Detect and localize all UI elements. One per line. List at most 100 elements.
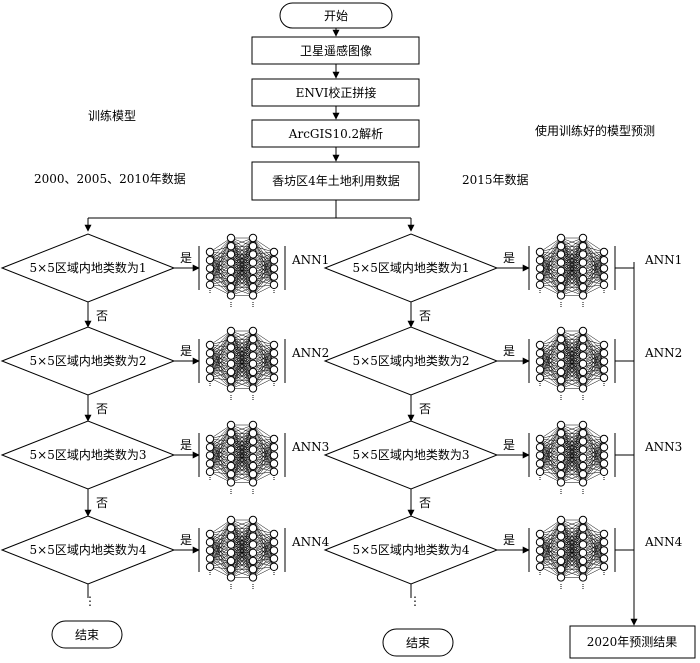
right-branch-title: 使用训练好的模型预测 (535, 123, 655, 138)
neuron (205, 459, 215, 468)
neuron (556, 359, 566, 368)
left-ann-3-icon (198, 420, 286, 494)
neuron (535, 247, 545, 257)
neuron (226, 478, 236, 487)
neuron (269, 554, 279, 563)
neuron (578, 250, 588, 259)
arcgis-box (251, 119, 420, 148)
neuron (578, 437, 588, 446)
neuron (248, 250, 258, 259)
right-decision-label-4: 5×5区域内地类数为4 (353, 542, 470, 557)
neuron (205, 373, 215, 382)
neuron (556, 515, 566, 525)
neuron (578, 453, 588, 462)
neuron (556, 453, 566, 462)
neuron (226, 291, 236, 300)
neuron (269, 264, 279, 273)
neuron (556, 343, 566, 352)
neuron (226, 524, 236, 533)
neuron (205, 340, 215, 350)
right-ann-3-icon (528, 420, 616, 494)
neuron (226, 470, 236, 479)
neuron (205, 280, 215, 289)
right-decision-label-2: 5×5区域内地类数为2 (353, 353, 470, 368)
neuron (535, 538, 545, 547)
neuron (599, 357, 609, 366)
neuron (599, 247, 609, 257)
neuron (535, 459, 545, 468)
envi-label: ENVI校正拼接 (296, 85, 377, 100)
neuron (535, 264, 545, 273)
neuron (226, 548, 236, 557)
neuron (226, 367, 236, 377)
neuron (556, 384, 566, 393)
result-box (569, 625, 696, 659)
neuron (578, 291, 588, 300)
left-ann-label-3: ANN3 (291, 440, 329, 454)
left-branch-years: 2000、2005、2010年数据 (34, 171, 186, 186)
neuron (248, 258, 258, 267)
neuron (599, 459, 609, 468)
neuron (599, 280, 609, 289)
neuron (556, 548, 566, 557)
neuron (578, 573, 588, 582)
left-end-label: 结束 (75, 628, 99, 642)
left-no-label-3: 否 (96, 496, 108, 510)
left-decision-label-4: 5×5区域内地类数为4 (30, 542, 147, 557)
right-ann-label-2: ANN2 (644, 346, 682, 360)
neuron (556, 335, 566, 344)
neuron (578, 524, 588, 533)
neuron (535, 272, 545, 281)
neuron (578, 565, 588, 574)
right-yes-label-1: 是 (503, 251, 515, 265)
neuron (269, 247, 279, 257)
neuron (535, 443, 545, 452)
neuron (535, 280, 545, 289)
neuron (556, 429, 566, 438)
neuron (205, 247, 215, 257)
neuron (269, 529, 279, 539)
neuron (205, 272, 215, 281)
neuron (226, 242, 236, 251)
neuron (226, 258, 236, 267)
left-no-label-1: 否 (96, 309, 108, 323)
neuron (269, 451, 279, 460)
left-ann-label-1: ANN1 (291, 253, 329, 267)
neuron (535, 373, 545, 382)
neuron (269, 272, 279, 281)
neuron (578, 351, 588, 360)
neuron (578, 266, 588, 275)
neuron (248, 384, 258, 393)
neuron (599, 373, 609, 382)
neuron (226, 429, 236, 438)
neuron (226, 556, 236, 566)
neuron (599, 529, 609, 539)
neuron (556, 274, 566, 284)
neuron (578, 420, 588, 430)
neuron (226, 445, 236, 454)
neuron (599, 434, 609, 444)
left-no-label-2: 否 (96, 402, 108, 416)
neuron (269, 562, 279, 571)
neuron (578, 556, 588, 566)
neuron (578, 258, 588, 267)
neuron (205, 554, 215, 563)
neuron (535, 546, 545, 555)
neuron (535, 349, 545, 358)
left-yes-label-2: 是 (180, 344, 192, 358)
neuron (578, 335, 588, 344)
right-yes-label-2: 是 (503, 344, 515, 358)
neuron (578, 540, 588, 549)
right-ellipsis: ⋮ (409, 594, 421, 608)
neuron (599, 546, 609, 555)
neuron (578, 359, 588, 368)
neuron (226, 453, 236, 462)
satellite-image-label: 卫星遥感图像 (300, 43, 372, 58)
neuron (599, 562, 609, 571)
neuron (248, 367, 258, 377)
neuron (205, 434, 215, 444)
neuron (556, 437, 566, 446)
left-ann-label-2: ANN2 (291, 346, 329, 360)
neuron (556, 266, 566, 275)
neuron (556, 291, 566, 300)
